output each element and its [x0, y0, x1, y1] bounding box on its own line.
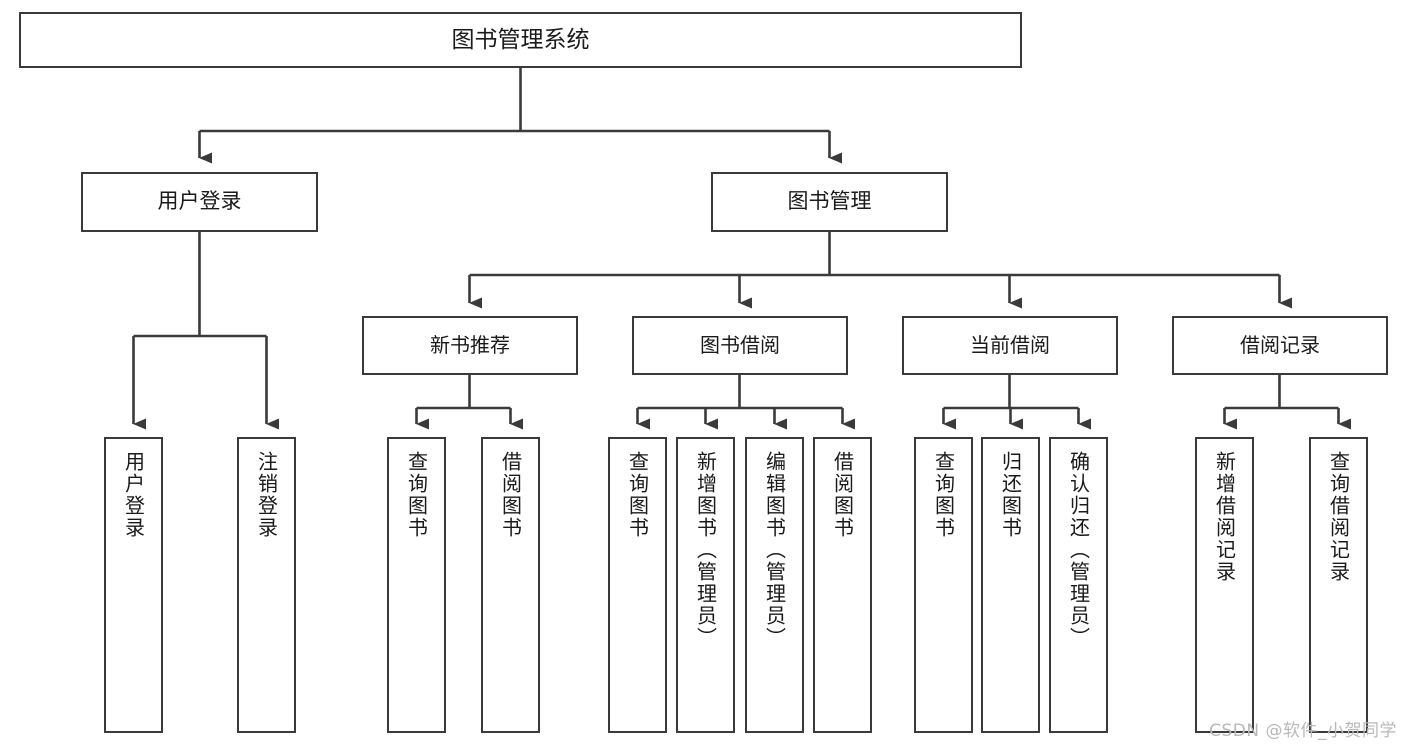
- node-label: 借阅记录: [1240, 333, 1320, 358]
- leaf-add-borrow-record[interactable]: 新增借阅记录: [1195, 437, 1254, 733]
- leaf-return-book[interactable]: 归还图书: [981, 437, 1040, 733]
- node-label: 当前借阅: [970, 333, 1050, 358]
- node-borrow-record[interactable]: 借阅记录: [1172, 316, 1388, 375]
- leaf-user-login[interactable]: 用户登录: [104, 437, 163, 733]
- node-book-management[interactable]: 图书管理: [711, 172, 948, 232]
- leaf-logout[interactable]: 注销登录: [237, 437, 296, 733]
- leaf-edit-book[interactable]: 编辑图书（管理员）: [745, 437, 804, 733]
- node-book-management-system[interactable]: 图书管理系统: [19, 12, 1022, 68]
- leaf-borrow-book-2[interactable]: 借阅图书: [813, 437, 872, 733]
- node-label: 图书借阅: [700, 333, 780, 358]
- node-label: 查询借阅记录: [1326, 451, 1351, 583]
- node-current-borrow[interactable]: 当前借阅: [902, 316, 1118, 375]
- node-new-book-recommend[interactable]: 新书推荐: [362, 316, 578, 375]
- node-book-borrow[interactable]: 图书借阅: [632, 316, 848, 375]
- node-label: 用户登录: [157, 189, 242, 214]
- node-label: 查询图书: [931, 451, 956, 539]
- leaf-query-book-2[interactable]: 查询图书: [608, 437, 667, 733]
- leaf-query-borrow-record[interactable]: 查询借阅记录: [1309, 437, 1368, 733]
- leaf-confirm-return[interactable]: 确认归还（管理员）: [1049, 437, 1108, 733]
- node-label: 借阅图书: [830, 451, 855, 539]
- node-label: 确认归还（管理员）: [1066, 451, 1091, 649]
- node-label: 查询图书: [404, 451, 429, 539]
- node-label: 新书推荐: [430, 333, 510, 358]
- node-label: 编辑图书（管理员）: [762, 451, 787, 649]
- node-label: 图书管理: [787, 189, 872, 214]
- node-label: 新增图书（管理员）: [693, 451, 718, 649]
- leaf-borrow-book-1[interactable]: 借阅图书: [481, 437, 540, 733]
- leaf-query-book-1[interactable]: 查询图书: [387, 437, 446, 733]
- node-label: 新增借阅记录: [1212, 451, 1237, 583]
- node-label: 图书管理系统: [451, 26, 590, 53]
- node-label: 注销登录: [254, 451, 279, 539]
- node-label: 查询图书: [625, 451, 650, 539]
- node-user-login[interactable]: 用户登录: [81, 172, 318, 232]
- leaf-add-book[interactable]: 新增图书（管理员）: [676, 437, 735, 733]
- node-label: 借阅图书: [498, 451, 523, 539]
- node-label: 用户登录: [121, 451, 146, 539]
- node-label: 归还图书: [998, 451, 1023, 539]
- leaf-query-book-3[interactable]: 查询图书: [914, 437, 973, 733]
- watermark: CSDN @软件_小贺同学: [1209, 721, 1397, 741]
